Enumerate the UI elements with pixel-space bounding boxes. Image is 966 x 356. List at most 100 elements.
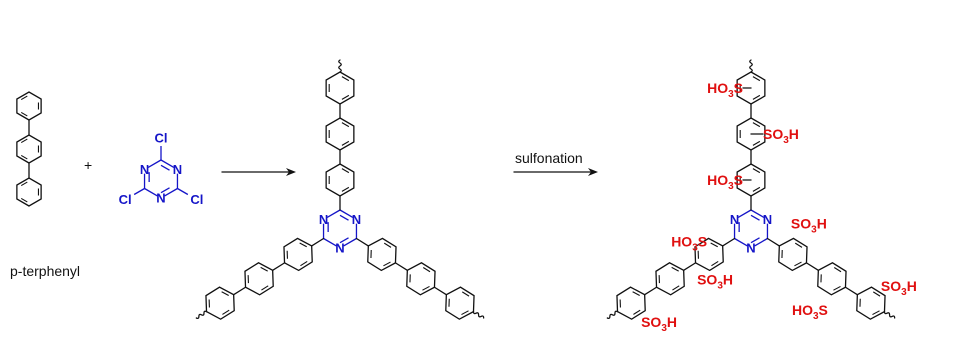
benzene-ring <box>736 71 766 105</box>
double-bond <box>383 261 391 267</box>
chlorine-atom-left: Cl <box>119 192 132 207</box>
biaryl-bond <box>272 262 286 271</box>
double-bond <box>341 168 350 174</box>
so3h-part: HO <box>792 302 813 318</box>
chain-end-squiggle <box>472 310 485 319</box>
benzene-ring <box>856 286 886 320</box>
so3h-group: SO3H <box>791 215 827 235</box>
c-cl-bond <box>177 187 189 196</box>
double-bond <box>833 267 842 273</box>
double-bond <box>341 76 350 82</box>
so3h-subscript: 3 <box>728 181 734 192</box>
double-bond <box>752 140 761 146</box>
double-bond <box>299 242 307 248</box>
so3h-group: HO3S <box>707 80 743 100</box>
benzene-ring <box>325 117 355 151</box>
biaryl-bond <box>805 262 819 271</box>
double-bond <box>300 260 308 267</box>
so3h-group: HO3S <box>707 172 743 192</box>
benzene-ring <box>736 163 766 197</box>
double-bond <box>20 95 28 101</box>
double-bond <box>872 291 881 297</box>
triazine-bond <box>326 209 341 218</box>
chain-end-squiggle <box>749 59 753 73</box>
double-bond <box>711 260 719 267</box>
so3h-part: H <box>789 126 799 142</box>
polymer-structure: NNN <box>195 59 485 320</box>
nitrogen-atom: N <box>319 212 328 227</box>
benzene-ring <box>406 262 436 296</box>
so3h-group: SO3H <box>641 314 677 334</box>
double-bond <box>633 309 641 315</box>
triazine-bond <box>734 237 748 247</box>
triazine-aryl-bond <box>355 237 369 247</box>
double-bond <box>752 76 761 82</box>
nitrogen-atom: N <box>140 162 149 177</box>
so3h-group: SO3H <box>763 126 799 146</box>
biaryl-bond <box>433 286 447 296</box>
benzene-ring <box>283 237 313 272</box>
c-cl-bond <box>133 187 145 196</box>
so3h-part: SO <box>881 278 901 294</box>
p-terphenyl-label: p-terphenyl <box>10 263 80 279</box>
benzene-ring <box>16 134 42 164</box>
biaryl-bond <box>644 286 658 296</box>
so3h-group: HO3S <box>671 233 707 253</box>
so3h-part: HO <box>707 80 728 96</box>
triazine-double-bond <box>160 187 170 194</box>
nitrogen-atom: N <box>156 191 165 206</box>
double-bond <box>461 291 470 297</box>
so3h-subscript: 3 <box>717 280 723 291</box>
double-bond <box>422 267 431 273</box>
double-bond <box>671 266 679 272</box>
benzene-ring <box>736 117 766 151</box>
triazine-bond <box>160 159 175 168</box>
double-bond <box>710 242 718 248</box>
nitrogen-atom: N <box>763 212 772 227</box>
nitrogen-atom: N <box>746 241 755 256</box>
nitrogen-atom: N <box>335 241 344 256</box>
so3h-part: H <box>723 271 733 287</box>
double-bond <box>752 168 761 174</box>
nitrogen-atom: N <box>352 212 361 227</box>
triazine-bond <box>339 209 354 218</box>
plus-sign: + <box>84 157 92 173</box>
chlorine-atom-right: Cl <box>190 192 203 207</box>
triazine-bond <box>343 237 357 247</box>
benzene-ring <box>205 286 235 320</box>
chlorine-atom-top: Cl <box>155 131 168 146</box>
benzene-ring <box>445 286 475 320</box>
so3h-subscript: 3 <box>783 135 789 146</box>
double-bond <box>221 291 229 296</box>
so3h-part: S <box>734 80 743 96</box>
so3h-part: S <box>734 172 743 188</box>
biaryl-bond <box>394 262 408 271</box>
double-bond <box>341 140 350 146</box>
chain-end-squiggle <box>883 310 896 319</box>
benzene-ring <box>694 237 724 272</box>
benzene-ring <box>325 71 355 105</box>
so3h-part: H <box>667 314 677 330</box>
so3h-subscript: 3 <box>811 224 817 235</box>
double-bond <box>20 111 28 117</box>
nitrogen-atom: N <box>173 162 182 177</box>
double-bond <box>341 122 350 128</box>
triazine-double-bond <box>750 214 760 221</box>
so3h-subscript: 3 <box>813 311 819 322</box>
double-bond <box>752 94 761 100</box>
sulfonation-label: sulfonation <box>515 150 583 166</box>
sulfonated-polymer-structure: NNN <box>606 59 896 320</box>
chain-end-squiggle <box>606 310 619 320</box>
triazine-aryl-bond <box>766 237 780 247</box>
benzene-ring <box>655 262 685 296</box>
so3h-part: SO <box>763 126 783 142</box>
so3h-subscript: 3 <box>728 89 734 100</box>
so3h-subscript: 3 <box>661 323 667 334</box>
triazine-double-bond <box>339 237 349 244</box>
triazine-bond <box>164 187 178 197</box>
so3h-group: SO3H <box>881 278 917 298</box>
biaryl-bond <box>233 286 247 296</box>
benzene-ring <box>16 91 42 121</box>
